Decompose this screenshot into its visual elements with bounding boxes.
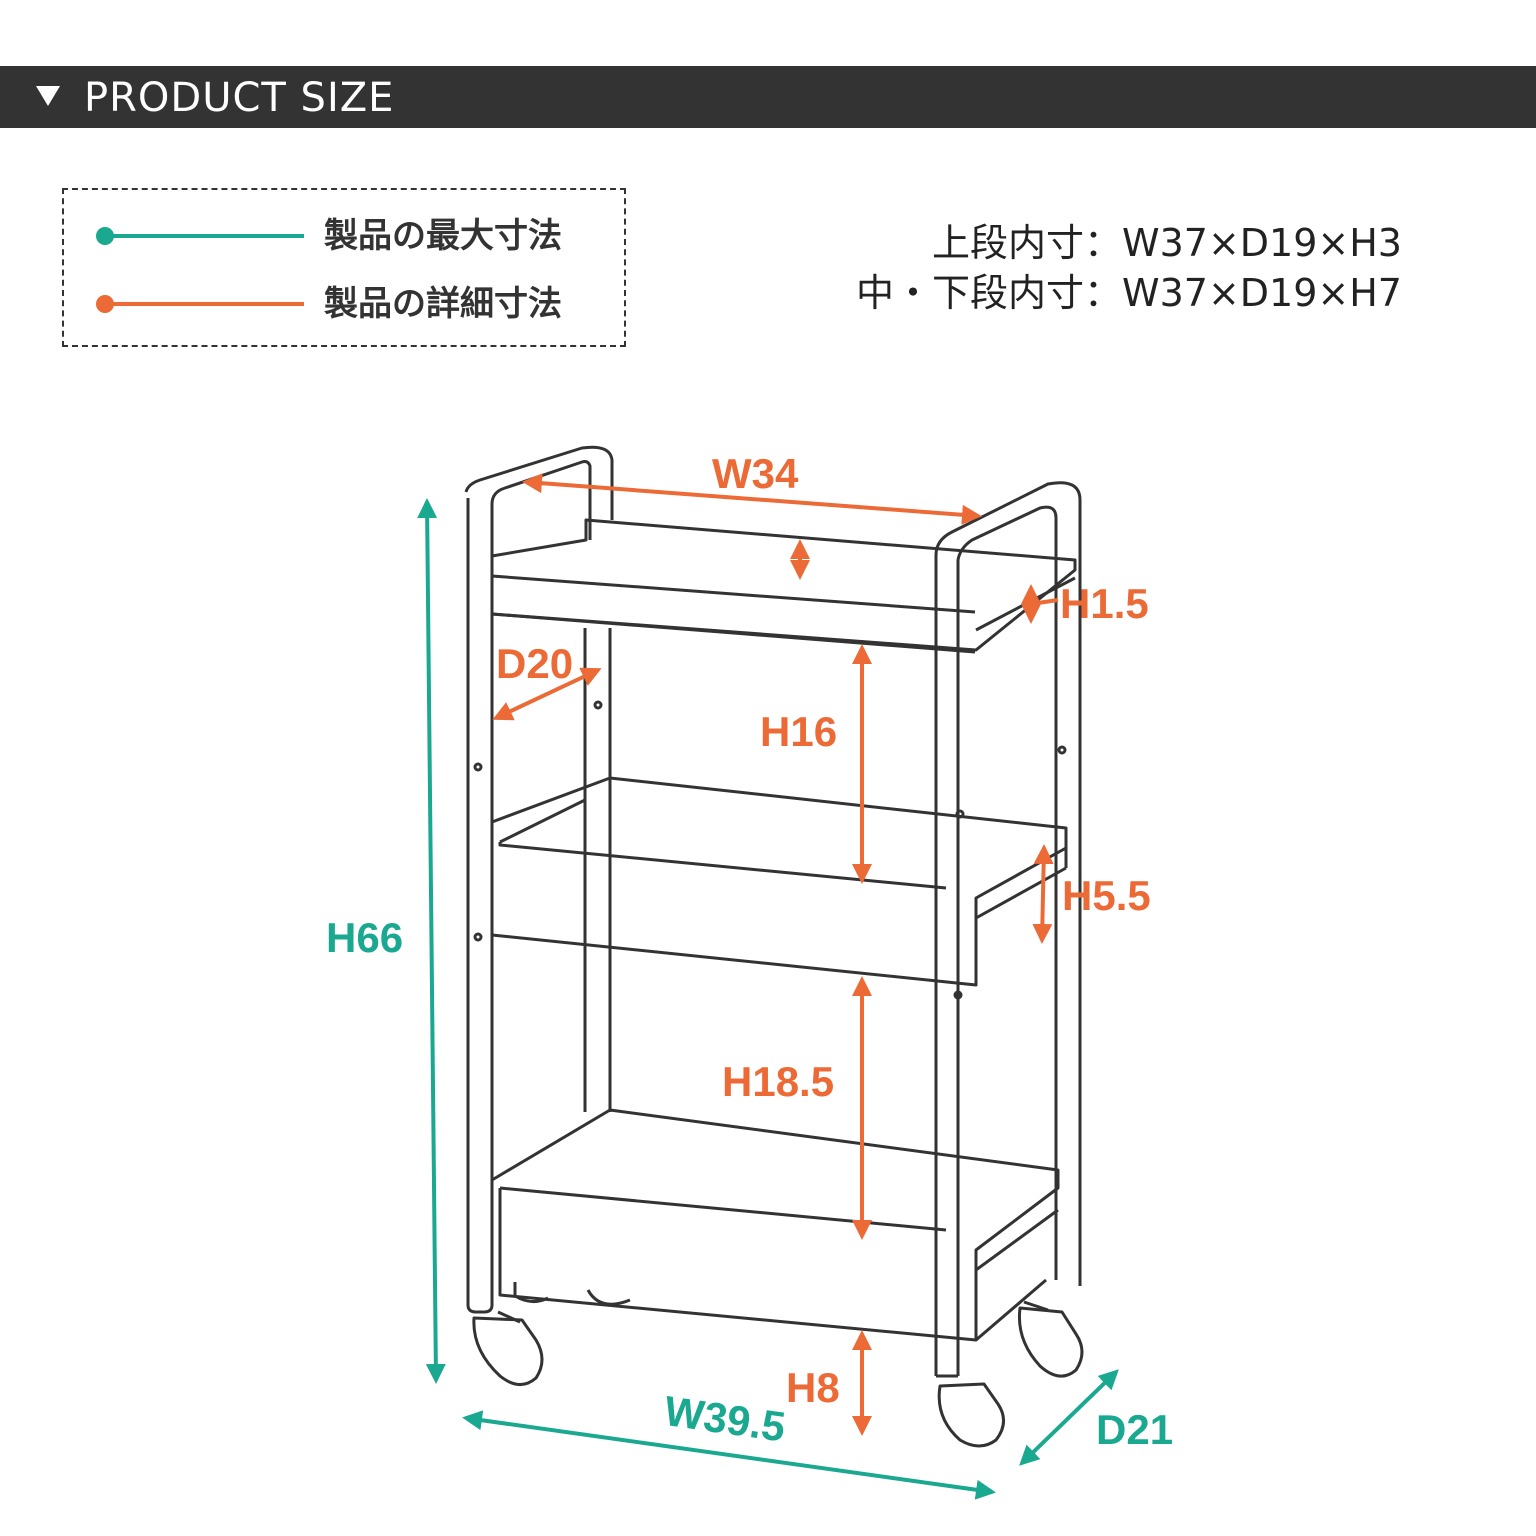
legend-item-max: 製品の最大寸法 — [96, 216, 616, 256]
label-top-width: W34 — [712, 450, 799, 497]
label-ground-clearance: H8 — [786, 1364, 840, 1411]
cart-outline — [464, 445, 1084, 1448]
max-dimension-arrows — [417, 498, 1119, 1500]
inner-dims-upper: 上段内寸：W37×D19×H3 — [932, 221, 1402, 265]
section-title: PRODUCT SIZE — [84, 75, 395, 121]
label-top-depth: D20 — [496, 640, 573, 687]
detail-dimension-arrows — [492, 473, 1059, 1436]
inner-dims-middle-lower: 中・下段内寸：W37×D19×H7 — [856, 271, 1402, 315]
label-max-width: W39.5 — [661, 1387, 788, 1450]
label-middle-rim: H5.5 — [1062, 872, 1151, 919]
label-max-height: H66 — [326, 914, 403, 961]
label-upper-gap: H16 — [760, 708, 837, 755]
header-bar — [0, 66, 1536, 128]
legend-label: 製品の最大寸法 — [324, 216, 562, 256]
label-lower-gap: H18.5 — [722, 1058, 834, 1105]
label-max-depth: D21 — [1096, 1406, 1173, 1453]
legend-label: 製品の詳細寸法 — [324, 284, 562, 324]
legend: 製品の最大寸法 製品の詳細寸法 — [62, 188, 626, 347]
legend-line-icon — [104, 234, 304, 238]
legend-item-detail: 製品の詳細寸法 — [96, 284, 616, 324]
inner-dimensions: 上段内寸：W37×D19×H3 中・下段内寸：W37×D19×H7 — [856, 218, 1402, 318]
legend-dot-icon — [96, 227, 114, 245]
legend-dot-icon — [96, 295, 114, 313]
label-top-rim: H1.5 — [1060, 580, 1149, 627]
triangle-down-icon — [36, 86, 60, 106]
legend-line-icon — [104, 302, 304, 306]
